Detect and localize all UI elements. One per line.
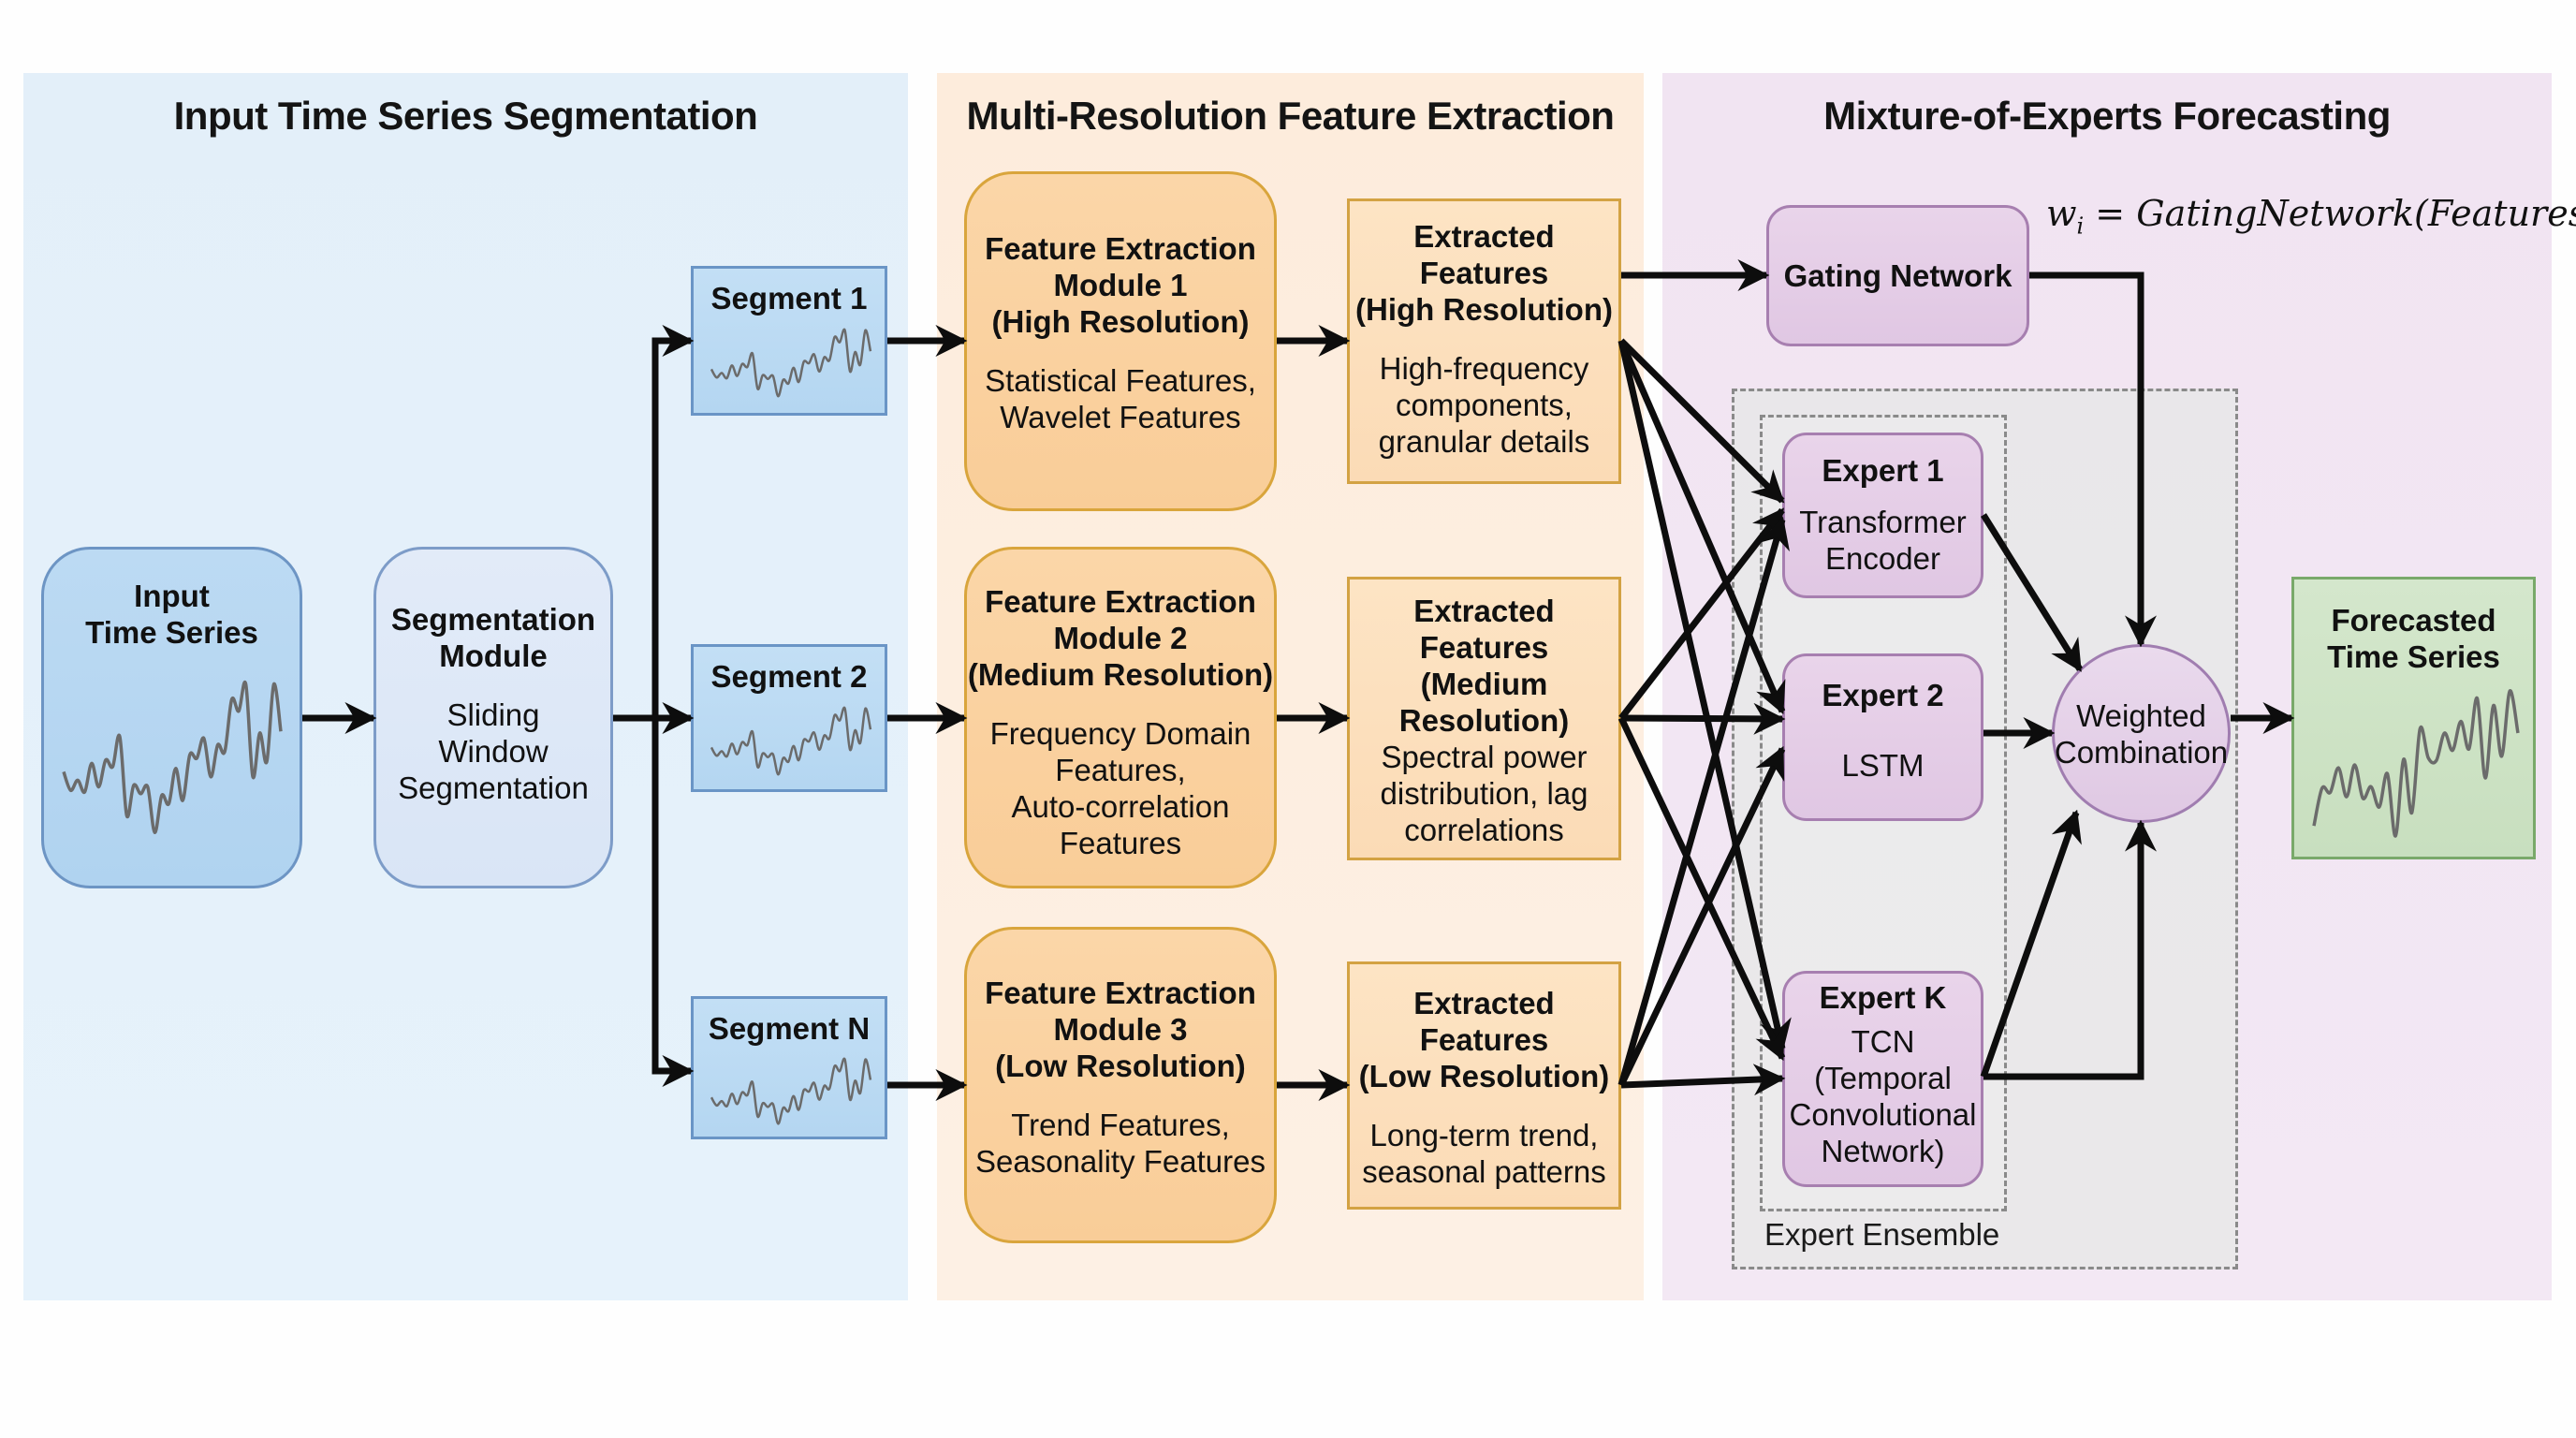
- expert-2-node[interactable]: Expert 2 LSTM: [1782, 653, 1983, 821]
- segment-n-label: Segment N: [708, 1011, 871, 1046]
- weighted-combination-line2: Combination: [2054, 734, 2229, 770]
- expert-k-title: Expert K: [1819, 980, 1947, 1015]
- segment-2-label: Segment 2: [710, 659, 868, 694]
- segmentation-body-line1: Sliding: [446, 697, 540, 732]
- extracted-2-title-line4: Resolution): [1398, 703, 1570, 738]
- extracted-features-low-node[interactable]: Extracted Features (Low Resolution) Long…: [1347, 961, 1621, 1210]
- extracted-3-title-line3: (Low Resolution): [1358, 1059, 1610, 1093]
- feature-module-1-body-line2: Wavelet Features: [1000, 400, 1241, 434]
- feature-module-1-title-line1: Feature Extraction: [985, 231, 1256, 266]
- formula-subscript: i: [2076, 213, 2085, 240]
- feature-module-2-body-line2: Features,: [1055, 753, 1186, 787]
- expert-ensemble-label: Expert Ensemble: [1764, 1217, 2000, 1252]
- expert-k-body-line4: Network): [1821, 1134, 1945, 1168]
- formula-lhs: w: [2046, 193, 2077, 234]
- expert-k-body-line1: TCN: [1851, 1024, 1915, 1059]
- extracted-3-title-line1: Extracted: [1413, 986, 1555, 1020]
- extracted-2-body-line2: distribution, lag: [1380, 776, 1588, 811]
- expert-1-node[interactable]: Expert 1 Transformer Encoder: [1782, 433, 1983, 598]
- expert-1-title: Expert 1: [1822, 453, 1944, 488]
- forecasted-time-series-node[interactable]: Forecasted Time Series: [2291, 577, 2536, 859]
- extracted-3-body-line1: Long-term trend,: [1369, 1118, 1599, 1152]
- extracted-1-body-line1: High-frequency: [1379, 351, 1589, 386]
- feature-module-2-body-line3: Auto-correlation: [1011, 789, 1230, 824]
- feature-module-2-body-line4: Features: [1059, 826, 1182, 860]
- extracted-3-body-line2: seasonal patterns: [1362, 1154, 1606, 1189]
- segmentation-body-line3: Segmentation: [398, 770, 589, 805]
- feature-module-1-title-line3: (High Resolution): [991, 304, 1250, 339]
- extracted-2-body-line1: Spectral power: [1381, 740, 1588, 774]
- extracted-2-title-line3: (Medium: [1420, 667, 1548, 701]
- feature-module-3-title-line2: Module 3: [1053, 1012, 1188, 1047]
- expert-k-body-line3: Convolutional: [1789, 1097, 1977, 1132]
- feature-module-2-title-line1: Feature Extraction: [985, 584, 1256, 619]
- segmentation-title-line1: Segmentation: [390, 602, 596, 637]
- segmentation-body-line2: Window: [438, 734, 549, 769]
- feature-module-1-node[interactable]: Feature Extraction Module 1 (High Resolu…: [964, 171, 1277, 511]
- forecast-title-line2: Time Series: [2327, 639, 2500, 674]
- feature-module-3-body-line1: Trend Features,: [1011, 1108, 1230, 1142]
- forecast-title-line1: Forecasted: [2331, 603, 2496, 638]
- segment-n-node[interactable]: Segment N: [691, 996, 887, 1139]
- feature-module-1-title-line2: Module 1: [1053, 268, 1188, 302]
- panel-title-feature-extraction: Multi-Resolution Feature Extraction: [966, 94, 1615, 138]
- feature-module-2-node[interactable]: Feature Extraction Module 2 (Medium Reso…: [964, 547, 1277, 888]
- extracted-2-body-line3: correlations: [1404, 813, 1564, 847]
- segment-2-node[interactable]: Segment 2: [691, 644, 887, 792]
- weighted-combination-line1: Weighted: [2076, 697, 2206, 733]
- extracted-2-title-line1: Extracted: [1413, 594, 1555, 628]
- feature-module-2-body-line1: Frequency Domain: [989, 716, 1251, 751]
- extracted-3-title-line2: Features: [1419, 1022, 1549, 1057]
- panel-title-moe: Mixture-of-Experts Forecasting: [1823, 94, 2391, 138]
- extracted-1-title-line3: (High Resolution): [1355, 292, 1613, 327]
- input-title-line1: Input: [134, 579, 210, 613]
- input-title-line2: Time Series: [85, 615, 258, 650]
- input-time-series-node[interactable]: Input Time Series: [41, 547, 302, 888]
- panel-title-segmentation: Input Time Series Segmentation: [173, 94, 758, 138]
- segmentation-title-line2: Module: [439, 638, 548, 673]
- extracted-2-title-line2: Features: [1419, 630, 1549, 665]
- feature-module-2-title-line2: Module 2: [1053, 621, 1188, 655]
- gating-formula: wi = GatingNetwork(Features): [2046, 193, 2576, 240]
- formula-rhs: = GatingNetwork(Features): [2084, 193, 2576, 234]
- weighted-combination-node[interactable]: Weighted Combination: [2052, 644, 2231, 823]
- feature-module-3-title-line3: (Low Resolution): [995, 1049, 1246, 1083]
- extracted-features-medium-node[interactable]: Extracted Features (Medium Resolution) S…: [1347, 577, 1621, 860]
- expert-1-body-line1: Transformer: [1799, 505, 1967, 539]
- feature-module-2-title-line3: (Medium Resolution): [967, 657, 1274, 692]
- gating-network-label: Gating Network: [1783, 258, 2012, 293]
- segment-1-label: Segment 1: [710, 281, 868, 315]
- expert-k-node[interactable]: Expert K TCN (Temporal Convolutional Net…: [1782, 971, 1983, 1187]
- extracted-1-title-line1: Extracted: [1413, 219, 1555, 254]
- expert-1-body-line2: Encoder: [1825, 541, 1940, 576]
- feature-module-3-body-line2: Seasonality Features: [974, 1144, 1266, 1179]
- extracted-1-body-line3: granular details: [1378, 424, 1590, 459]
- expert-2-body-line1: LSTM: [1841, 748, 1925, 783]
- expert-2-title: Expert 2: [1822, 678, 1944, 712]
- feature-module-3-node[interactable]: Feature Extraction Module 3 (Low Resolut…: [964, 927, 1277, 1243]
- gating-network-node[interactable]: Gating Network: [1766, 205, 2029, 346]
- feature-module-3-title-line1: Feature Extraction: [985, 976, 1256, 1010]
- segmentation-module-node[interactable]: Segmentation Module Sliding Window Segme…: [373, 547, 613, 888]
- extracted-1-title-line2: Features: [1419, 256, 1549, 290]
- feature-module-1-body-line1: Statistical Features,: [985, 363, 1256, 398]
- extracted-features-high-node[interactable]: Extracted Features (High Resolution) Hig…: [1347, 198, 1621, 484]
- segment-1-node[interactable]: Segment 1: [691, 266, 887, 416]
- extracted-1-body-line2: components,: [1396, 388, 1573, 422]
- expert-k-body-line2: (Temporal: [1814, 1061, 1952, 1095]
